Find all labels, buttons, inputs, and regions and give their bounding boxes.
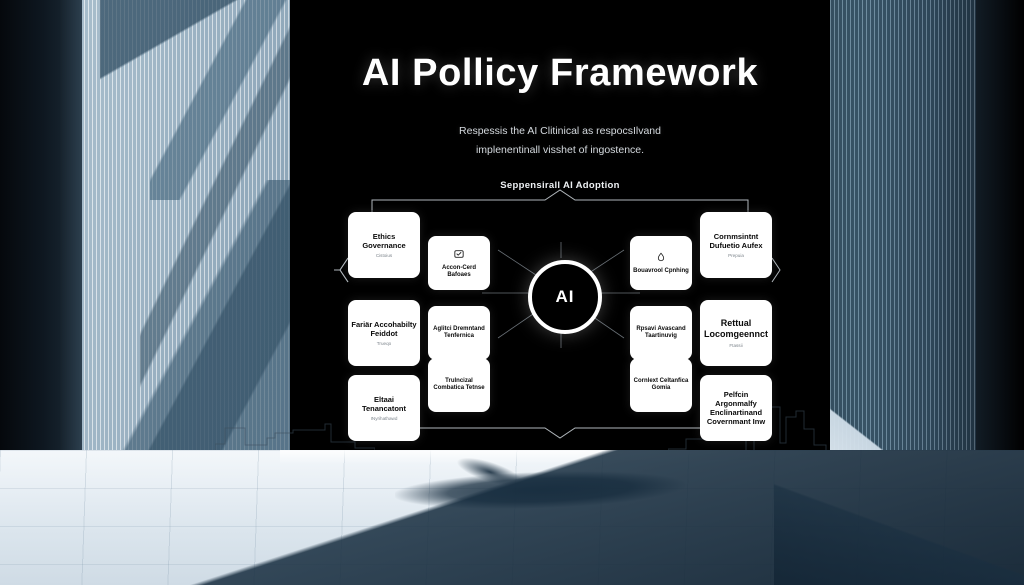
drop-icon bbox=[656, 250, 666, 266]
node-cornlext-celtanfica-gomia[interactable]: Cornlext Celtanfica Gomia bbox=[630, 358, 692, 412]
node-fariar-accohabilty-feiddot[interactable]: Fariär Accohabilty Feiddot Trueqo bbox=[348, 300, 420, 366]
center-ai-label: AI bbox=[555, 287, 575, 306]
node-pelfcin-argonmalfy[interactable]: Pelfcin Argonmalfy Enclinartinand Covern… bbox=[700, 375, 772, 441]
node-ethics-governance[interactable]: Ethics Governance Cistoius bbox=[348, 212, 420, 278]
node-subtitle: Trueqo bbox=[376, 340, 392, 346]
node-subtitle: Cistoius bbox=[375, 252, 393, 258]
node-title: Fariär Accohabilty Feiddot bbox=[351, 319, 417, 338]
city-skyline-left bbox=[215, 400, 375, 470]
node-title: Bouavrool Cpnhing bbox=[633, 268, 689, 275]
node-cornmsintnt-dufuetio-aufex[interactable]: Cornmsintnt Dufuetio Aufex Prepuia bbox=[700, 212, 772, 278]
page-subtitle: Respessis the AI Clitinical as respocsIl… bbox=[358, 122, 762, 161]
node-title: Rpsavi Avascand Taartinuvig bbox=[636, 325, 686, 339]
node-title: Accon-Cerd Bafoaes bbox=[441, 264, 476, 278]
node-eltaai-tenancatont[interactable]: Eltaai Tenancatont INyrihathawd bbox=[348, 375, 420, 441]
left-wall-pillar bbox=[60, 0, 82, 470]
floor-right-shadow bbox=[774, 450, 1024, 585]
node-title: Cornlext Celtanfica Gomia bbox=[633, 377, 689, 391]
node-title: Ethics Governance bbox=[362, 231, 406, 250]
node-rpsavi-avascand-taartinuvig[interactable]: Rpsavi Avascand Taartinuvig bbox=[630, 306, 692, 360]
diagram-header-label: Seppensirall AI Adoption bbox=[500, 180, 620, 191]
slide-content: AI Pollicy Framework Respessis the AI Cl… bbox=[290, 0, 830, 470]
center-ai-node[interactable]: AI bbox=[528, 260, 602, 334]
subtitle-line-2: implenentinall visshet of ingostence. bbox=[475, 144, 645, 157]
card-icon bbox=[454, 247, 464, 263]
right-wall-dark-edge bbox=[976, 0, 1024, 470]
node-title: Rettual Locomgeennct bbox=[703, 317, 768, 339]
node-accon-cerd-bafoaes[interactable]: Accon-Cerd Bafoaes bbox=[428, 236, 490, 290]
node-aglitci-dremntand-tenfernica[interactable]: Aglitci Dremntand Tenfernica bbox=[428, 306, 490, 360]
node-title: Cornmsintnt Dufuetio Aufex bbox=[709, 231, 763, 250]
page-title: AI Pollicy Framework bbox=[361, 52, 759, 94]
node-trulncizal-combatica-tetnse[interactable]: Trulncizal Combatica Tetnse bbox=[428, 358, 490, 412]
subtitle-line-1: Respessis the AI Clitinical as respocsIl… bbox=[459, 125, 661, 137]
tiled-floor bbox=[0, 450, 1024, 585]
node-rettual-locomgeennct[interactable]: Rettual Locomgeennct Ftassii bbox=[700, 300, 772, 366]
node-subtitle: INyrihathawd bbox=[370, 415, 398, 421]
framework-diagram: Seppensirall AI Adoption bbox=[330, 180, 790, 445]
node-subtitle: Ftassii bbox=[729, 342, 743, 348]
node-title: Pelfcin Argonmalfy Enclinartinand Covern… bbox=[706, 389, 766, 427]
node-bouavrool-cpnhing[interactable]: Bouavrool Cpnhing bbox=[630, 236, 692, 290]
node-title: Trulncizal Combatica Tetnse bbox=[433, 377, 485, 391]
node-title: Eltaai Tenancatont bbox=[361, 394, 407, 413]
node-title: Aglitci Dremntand Tenfernica bbox=[433, 325, 485, 339]
node-subtitle: Prepuia bbox=[728, 252, 744, 258]
